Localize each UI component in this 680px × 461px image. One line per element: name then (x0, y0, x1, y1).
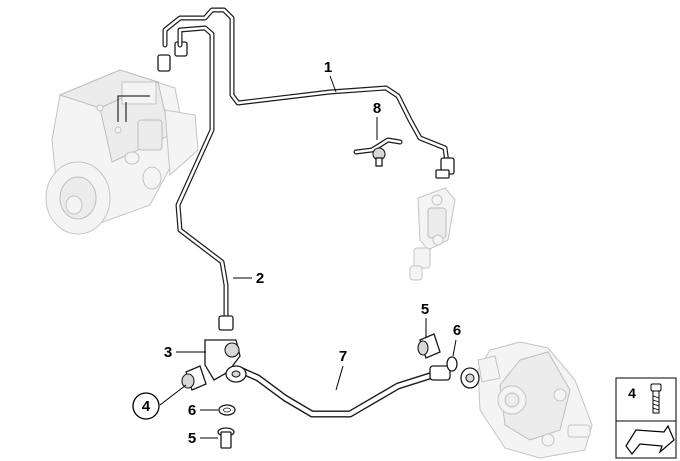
brake-hose-7 (225, 365, 480, 418)
callout-5-upper: 5 (421, 301, 429, 318)
brake-line-2 (175, 25, 234, 331)
sealing-ring-6-lower (218, 404, 236, 416)
leader-lines (159, 75, 457, 439)
clip-8 (353, 137, 403, 167)
bracket-3 (181, 339, 241, 391)
master-cylinder (409, 187, 456, 281)
callout-6-lower: 6 (188, 402, 196, 419)
callout-7: 7 (339, 348, 347, 365)
callout-6-upper: 6 (453, 322, 461, 339)
banjo-bolt-5-lower (217, 427, 235, 449)
arrow-icon (625, 424, 675, 455)
callout-1: 1 (324, 59, 332, 76)
callout-8: 8 (373, 100, 381, 117)
sealing-ring-6-upper (446, 356, 458, 372)
banjo-bolt-5-upper (417, 333, 441, 359)
callout-2: 2 (256, 270, 264, 287)
brake-caliper (477, 341, 593, 459)
abs-pressure-modulator (45, 69, 199, 235)
callout-4-circle (132, 392, 160, 420)
screw-icon (650, 383, 662, 414)
legend-number: 4 (628, 385, 636, 401)
callout-3: 3 (164, 344, 172, 361)
callout-5-lower: 5 (188, 430, 196, 447)
brake-line-1 (157, 7, 455, 179)
legend-box: 4 (615, 377, 677, 459)
callout-4: 4 (142, 398, 151, 415)
